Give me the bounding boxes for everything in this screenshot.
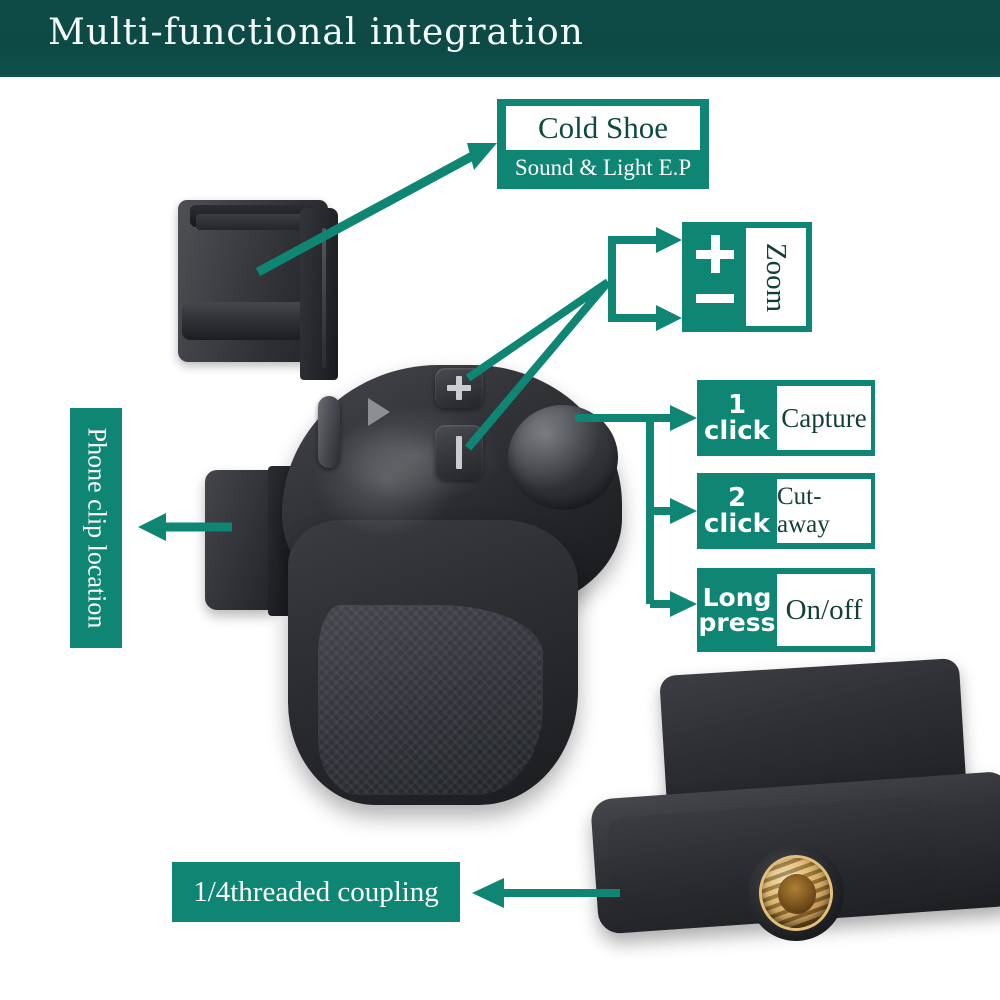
action-row-onoff: Long press On/off	[697, 568, 875, 652]
action-value-plate	[777, 479, 871, 543]
callout-cold-shoe: Cold Shoe Sound & Light E.P	[497, 99, 709, 189]
cold-shoe-post-seam	[322, 228, 326, 368]
shutter-trackball	[508, 405, 618, 510]
zoom-label: Zoom	[760, 242, 793, 312]
callout-zoom: Zoom	[682, 222, 812, 332]
action-key-line1: 1	[727, 390, 747, 420]
action-key: 1 click	[701, 380, 773, 456]
cold-shoe-rail-bottom	[182, 302, 314, 340]
cold-shoe-subtitle: Sound & Light E.P	[514, 154, 692, 180]
action-key-line2: click	[704, 509, 770, 539]
action-key-line1: 2	[727, 483, 747, 513]
cold-shoe-post	[300, 208, 338, 380]
minus-icon	[696, 294, 734, 303]
zoom-in-button	[435, 368, 483, 408]
action-row-capture: 1 click Capture	[697, 380, 875, 456]
play-triangle-marker	[368, 398, 390, 426]
action-value-plate	[777, 574, 871, 646]
action-value: Cut-away	[777, 483, 830, 538]
zoom-label-wrap: Zoom	[746, 228, 806, 326]
page-title: Multi-functional integration	[48, 12, 584, 53]
action-value: On/off	[785, 593, 863, 626]
cold-shoe-rail-top-inner	[196, 214, 316, 230]
phone-clip-tab	[205, 470, 277, 610]
action-value: Capture	[781, 402, 867, 433]
header-bar: Multi-functional integration	[0, 0, 1000, 77]
textured-grip-pad	[318, 605, 543, 795]
phone-clip-label: Phone clip location	[82, 427, 111, 629]
zoom-label-plate	[746, 228, 806, 326]
action-key-line1: Long	[702, 583, 772, 612]
action-value-plate	[777, 386, 871, 450]
coupling-label: 1/4threaded coupling	[193, 875, 439, 908]
action-key: Long press	[698, 568, 776, 652]
cold-shoe-title: Cold Shoe	[537, 109, 669, 145]
action-key-line2: press	[698, 608, 776, 637]
action-key-line2: click	[704, 416, 770, 446]
plus-icon	[696, 235, 734, 273]
side-slider	[318, 396, 340, 468]
coupling-box	[172, 862, 460, 922]
phone-clip-box	[70, 408, 122, 648]
cold-shoe-title-plate	[506, 106, 700, 150]
action-row-cutaway: 2 click Cut-away	[697, 473, 875, 549]
action-key: 2 click	[701, 473, 773, 549]
phone-clip-label-wrap: Phone clip location	[70, 408, 122, 648]
zoom-out-button	[435, 425, 483, 480]
